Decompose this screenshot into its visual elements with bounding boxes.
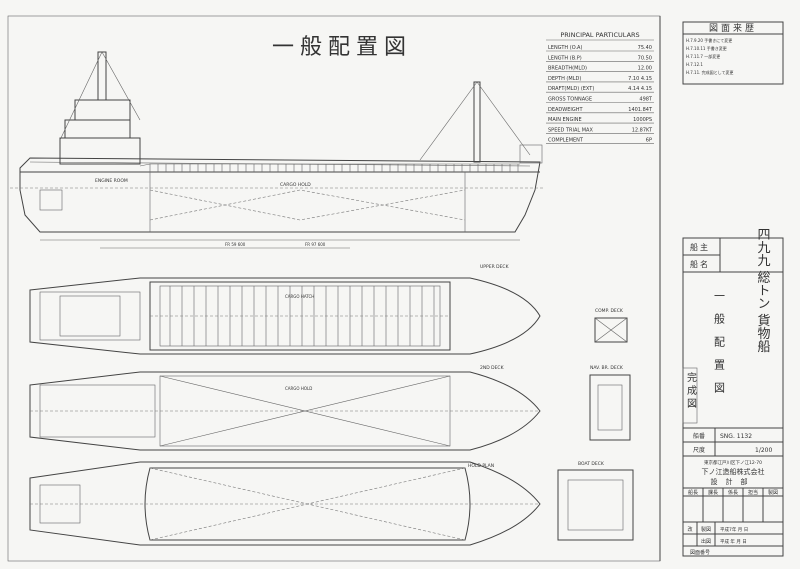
label-upper-deck: UPPER DECK [480,264,510,270]
company-address: 東京都江戸川区下ノ江12-70 [704,459,762,466]
particulars-value: 1000PS [633,117,652,123]
label-cargo-hatch: CARGO HATCH [285,294,314,299]
drawing-title: 一般配置図 [272,35,412,60]
particulars-value: 7.10 4.15 [628,76,652,82]
particulars-label: COMPLEMENT [548,138,584,144]
boat-deck-plan: BOAT DECK [557,461,634,541]
number-label: 船番 [693,432,705,440]
particulars-label: DEADWEIGHT [548,107,583,113]
ship-number: SNG. 1132 [720,433,752,440]
owner-label: 船主 [690,242,710,252]
revisions-heading: 図面来歴 [709,23,757,34]
revised-label: 改 [687,526,692,533]
label-hold-plan: HOLD PLAN [468,463,494,469]
particulars-heading: PRINCIPAL PARTICULARS [560,31,639,39]
issued-label: 出図 [701,538,711,545]
particulars-value: 70.50 [638,55,652,61]
particulars-label: LENGTH (O.A) [548,45,582,51]
sign-header: 製図 [768,489,778,496]
title-block: 船主 船名 四九九 総トン 貨物船 一般配置図 完成図 船番 SNG. 1132… [682,227,784,557]
nav-bridge-deck-plan: NAV. BR. DECK [589,365,631,441]
particulars-value: 6P [646,138,652,144]
principal-particulars-table: PRINCIPAL PARTICULARS LENGTH (O.A) 75.40L… [546,31,654,144]
revision-entry: H.7.12.1 [686,62,703,67]
particulars-value: 75.40 [638,45,652,51]
second-deck-plan: 2ND DECK CARGO HOLD [29,365,541,451]
particulars-label: DEPTH (MLD) [548,76,581,82]
design-department: 設計部 [711,477,756,486]
drawn-label: 製図 [701,526,711,533]
company-name: 下ノ江造船株式会社 [702,467,765,476]
upper-deck-plan: UPPER DECK CARGO HATCH [29,264,541,355]
label-2nd-deck: 2ND DECK [480,365,505,371]
revision-entry: H.7.9.20 手書きにて変更 [686,37,732,43]
sign-header: 担当 [748,489,758,496]
sign-header: 課長 [708,489,718,496]
comp-deck-plan: COMP. DECK [594,308,628,343]
particulars-label: DRAFT(MLD) (EXT) [548,86,594,92]
ship-name: 四九九 総トン 貨物船 [755,227,771,354]
particulars-value: 1401.84T [628,107,653,113]
label-nav-br-deck: NAV. BR. DECK [590,365,624,371]
particulars-value: 498T [639,97,653,103]
drawn-date: 平成7年 月 日 [720,526,748,533]
particulars-label: BREADTH(MLD) [548,66,587,72]
revision-history-box: 図面来歴 H.7.9.20 手書きにて変更 H.7.10.11 手書き変更 H.7.… [682,21,784,85]
label-comp-deck: COMP. DECK [595,308,624,314]
particulars-value: 4.14 4.15 [628,86,652,92]
scale-value: 1/200 [755,447,772,454]
label-boat-deck: BOAT DECK [578,461,605,467]
completion-status: 完成図 [685,371,697,411]
scale-label: 尺度 [693,446,705,454]
revision-entry: H.7.11.7 一部変更 [686,53,720,59]
label-cargo-hold: CARGO HOLD [280,182,311,188]
title-block-drawing-title: 一般配置図 [713,290,726,405]
ship-name-label: 船名 [690,259,710,269]
particulars-label: SPEED TRIAL MAX [548,127,593,133]
sign-header: 船長 [688,489,698,496]
particulars-label: MAIN ENGINE [548,117,582,123]
particulars-value: 12.87KT [632,127,653,133]
particulars-label: LENGTH (B.P) [548,55,582,61]
particulars-value: 12.00 [638,66,652,72]
revision-entry: H.7.11. 完成図として変更 [686,69,734,75]
label-frame-2: FR 97 600 [305,242,326,247]
hold-plan: HOLD PLAN [29,461,541,546]
particulars-label: GROSS TONNAGE [548,97,592,103]
sign-header: 係長 [728,489,738,496]
drawing-number-label: 図面番号 [690,549,710,556]
issued-date: 平成 年 月 日 [720,538,747,545]
label-cargo-hold-plan: CARGO HOLD [285,386,312,391]
profile-view: ENGINE ROOM CARGO HOLD FR 59 600 FR 97 6… [10,51,545,249]
label-engine-room: ENGINE ROOM [95,178,128,184]
label-frame-1: FR 59 600 [225,242,246,247]
revision-entry: H.7.10.11 手書き変更 [686,45,727,51]
